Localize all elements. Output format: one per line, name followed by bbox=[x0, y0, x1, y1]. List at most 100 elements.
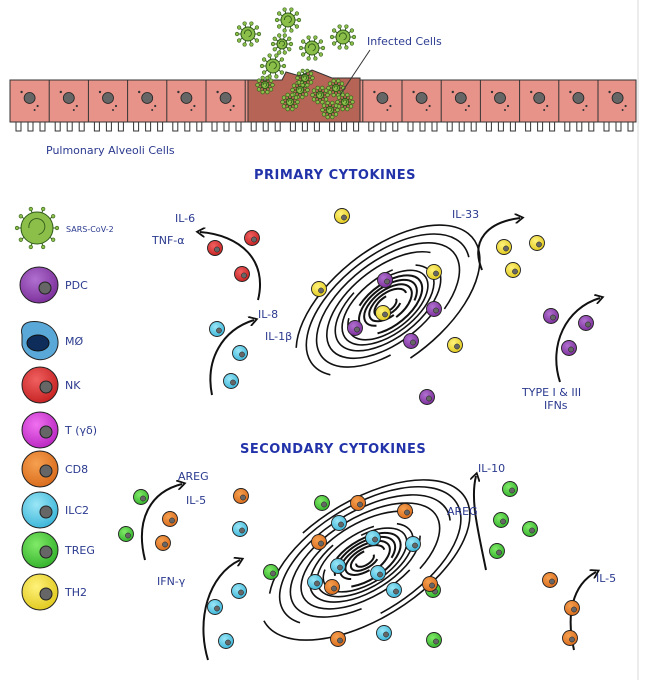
virus-spike-tip bbox=[54, 225, 60, 231]
virus-spike-tip bbox=[321, 112, 327, 117]
arrow-il6 bbox=[200, 232, 261, 301]
virus-spike-tip bbox=[262, 70, 267, 75]
alveoli-cilia bbox=[78, 121, 85, 132]
virus-spike-tip bbox=[345, 92, 350, 97]
virus-swirl bbox=[333, 85, 339, 90]
virus-particle bbox=[259, 53, 287, 79]
cyan-cell-nucleus bbox=[230, 379, 236, 386]
orange-cell-nucleus bbox=[240, 494, 246, 501]
alveoli-cilia bbox=[157, 121, 164, 132]
alveoli-cilia bbox=[458, 121, 465, 132]
purple-cell-nucleus bbox=[384, 278, 390, 285]
virus-spike-tip bbox=[325, 115, 330, 120]
virus-spike-tip bbox=[287, 36, 292, 41]
green-cell-nucleus bbox=[509, 487, 515, 494]
alveoli-dot bbox=[193, 104, 196, 108]
alveoli-nucleus bbox=[102, 92, 114, 104]
green-cell-nucleus bbox=[433, 638, 439, 645]
virus-spike-tip bbox=[303, 92, 309, 97]
alveoli-cilia bbox=[537, 121, 544, 132]
alveoli-cilia bbox=[470, 121, 477, 132]
green-cell-nucleus bbox=[125, 532, 131, 539]
virus-spike-tip bbox=[313, 35, 318, 40]
alveoli-cilia bbox=[588, 121, 595, 132]
virus-swirl bbox=[287, 99, 293, 104]
yellow-cell-nucleus bbox=[512, 268, 518, 275]
alveoli-dot bbox=[543, 109, 546, 111]
virus-spike-tip bbox=[28, 244, 33, 250]
orange-cell-nucleus bbox=[571, 606, 577, 613]
alveoli-dot bbox=[114, 104, 118, 108]
primary-cytokines-title: PRIMARY CYTOKINES bbox=[254, 168, 416, 183]
alveoli-dot bbox=[530, 90, 533, 94]
virus-spike-tip bbox=[51, 214, 56, 219]
orange-cell-nucleus bbox=[569, 636, 575, 643]
virus-particle-small bbox=[290, 80, 310, 100]
legend-label-ilc2: ILC2 bbox=[65, 504, 89, 517]
virus-spike-tip bbox=[301, 52, 306, 57]
virus-spike-tip bbox=[287, 47, 292, 52]
label-il33: IL-33 bbox=[452, 208, 479, 221]
alveoli-dot bbox=[608, 90, 611, 94]
virus-swirl bbox=[327, 107, 333, 112]
legend-label-treg: TREG bbox=[64, 544, 95, 557]
alveoli-dot bbox=[428, 104, 431, 108]
alveoli-cilia bbox=[235, 121, 242, 132]
orange-cell-nucleus bbox=[162, 541, 168, 548]
virus-spike-tip bbox=[337, 45, 342, 50]
alveoli-cilia bbox=[66, 121, 73, 132]
alveoli-cilia bbox=[497, 121, 504, 132]
swirl-arc bbox=[368, 287, 408, 323]
alveoli-dot bbox=[36, 104, 39, 108]
virus-spike-tip bbox=[277, 11, 282, 16]
cyan-cell-nucleus bbox=[372, 536, 378, 543]
virus-spike-tip bbox=[296, 71, 302, 76]
alveoli-dot bbox=[72, 109, 75, 111]
virus-spike-tip bbox=[350, 99, 355, 105]
alveoli-cilia bbox=[509, 121, 516, 132]
cyan-cell-nucleus bbox=[216, 327, 222, 334]
legend-label-pdc: PDC bbox=[65, 279, 88, 292]
alveoli-cilia bbox=[446, 121, 453, 132]
virus-spike-tip bbox=[344, 45, 349, 50]
virus-particle bbox=[329, 24, 357, 50]
virus-spike-tip bbox=[337, 24, 342, 29]
virus-particle bbox=[270, 33, 294, 55]
virus-particles bbox=[234, 7, 357, 120]
yellow-cell-nucleus bbox=[536, 241, 542, 248]
alveoli-dot bbox=[504, 109, 506, 111]
virus-spike-tip bbox=[335, 107, 340, 113]
label-il1b: IL-1β bbox=[265, 330, 292, 343]
alveoli-dot bbox=[232, 104, 235, 108]
alveoli-cilia bbox=[368, 121, 375, 132]
alveoli-cilia bbox=[262, 121, 269, 132]
virus-spike-tip bbox=[14, 225, 20, 231]
virus-spike-tip bbox=[242, 21, 247, 26]
red-cell-nucleus bbox=[214, 246, 220, 253]
alveoli-nucleus bbox=[23, 92, 36, 104]
virus-spike-tip bbox=[325, 92, 330, 98]
alveoli-dot bbox=[467, 104, 470, 108]
virus-spike-tip bbox=[260, 75, 265, 80]
virus-swirl bbox=[28, 218, 46, 235]
legend-label-mo: MØ bbox=[65, 335, 83, 348]
virus-spike-tip bbox=[295, 75, 300, 81]
label-il10: IL-10 bbox=[478, 462, 505, 475]
label-il5-right: IL-5 bbox=[596, 572, 616, 585]
virus-spike-tip bbox=[281, 63, 287, 69]
alveoli-cilia bbox=[615, 121, 622, 132]
virus-spike-tip bbox=[41, 206, 46, 212]
alveoli-nucleus bbox=[180, 92, 193, 104]
virus-spike-tip bbox=[344, 24, 349, 29]
virus-spike-tip bbox=[256, 31, 262, 37]
cyan-cell-nucleus bbox=[239, 351, 245, 358]
label-type-ifn-line2: IFNs bbox=[544, 399, 568, 412]
alveoli-dot bbox=[151, 109, 154, 111]
cyan-cell-nucleus bbox=[377, 571, 383, 578]
virus-spike-tip bbox=[274, 17, 280, 23]
virus-spike-tip bbox=[305, 87, 310, 93]
alveoli-dot bbox=[389, 104, 392, 108]
virus-body bbox=[276, 38, 288, 50]
virus-spike-tip bbox=[237, 38, 242, 43]
virus-spike-tip bbox=[320, 107, 325, 113]
